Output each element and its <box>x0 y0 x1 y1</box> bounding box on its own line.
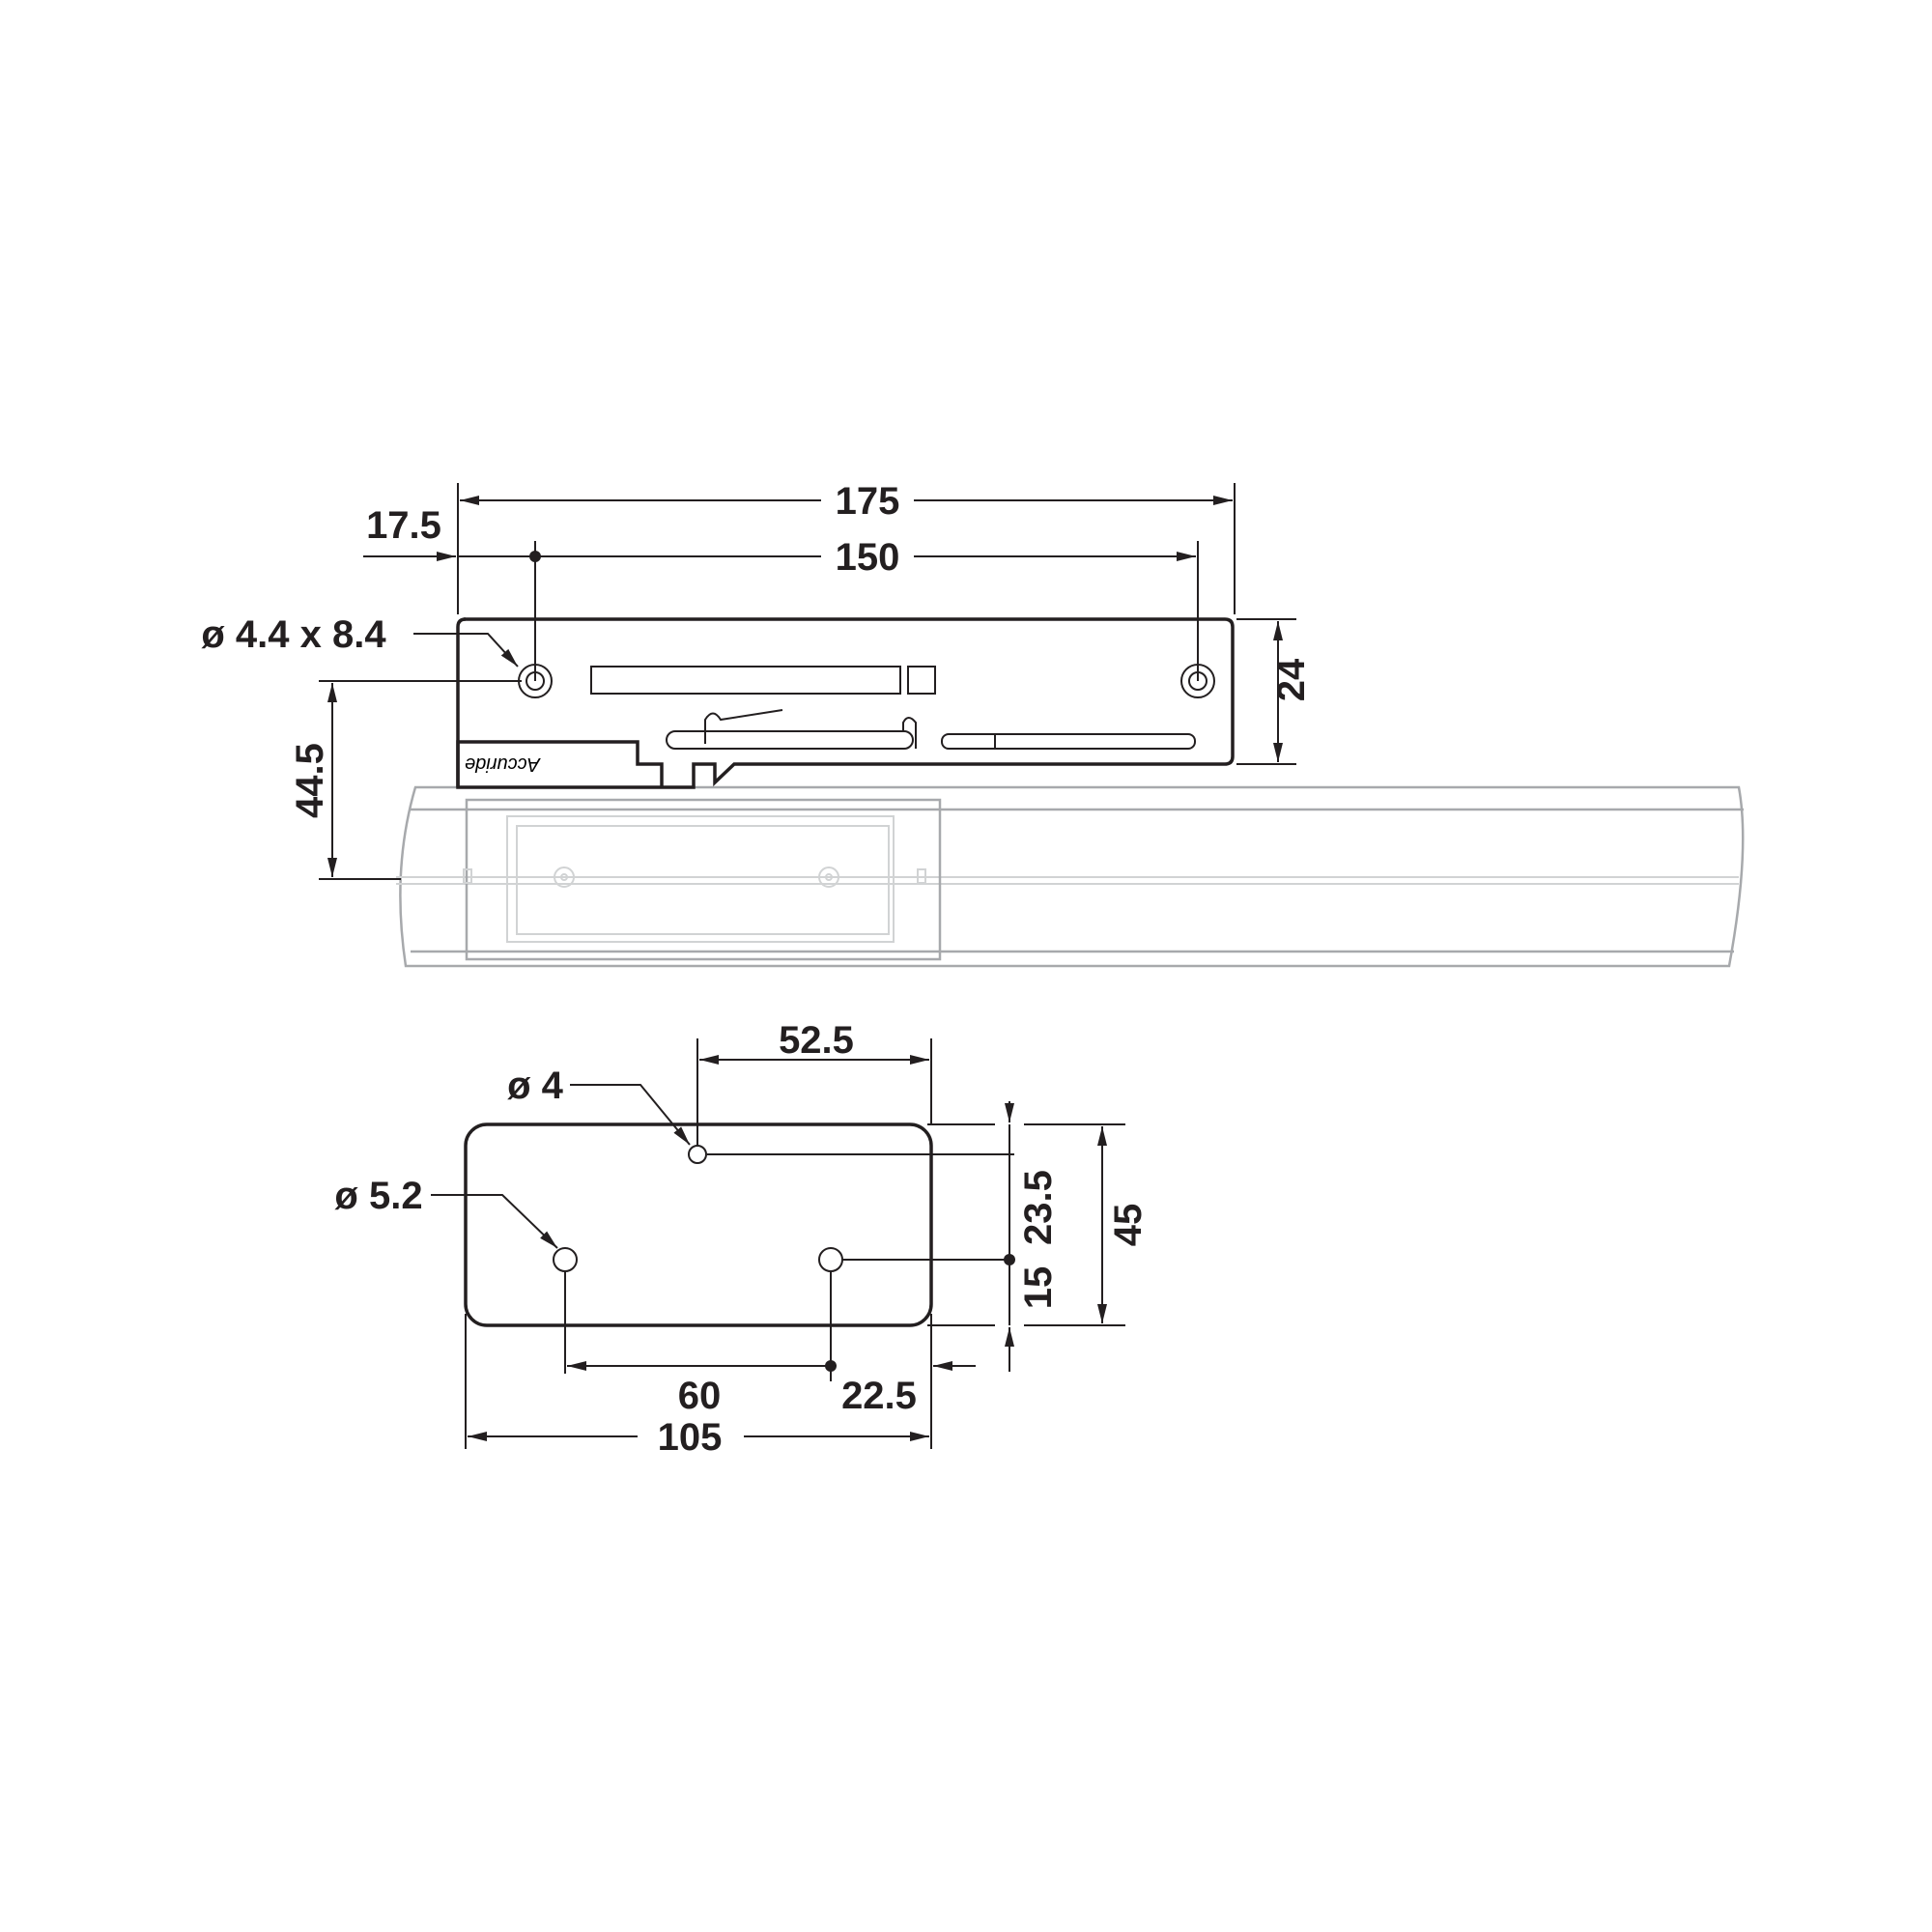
dim-small-hole: ø 4 <box>507 1065 564 1107</box>
dim-44-5: 44.5 <box>289 743 331 818</box>
dim-175: 175 <box>836 480 900 523</box>
dim-24: 24 <box>1270 658 1313 701</box>
bottom-dimensions: 52.5 ø 4 ø 5.2 60 22.5 105 23.5 15 45 <box>334 1019 1150 1459</box>
dim-22-5: 22.5 <box>841 1375 917 1417</box>
dim-23-5: 23.5 <box>1017 1170 1060 1245</box>
mounting-bracket: Accuride <box>456 617 1235 789</box>
dim-45: 45 <box>1107 1204 1150 1247</box>
dim-105: 105 <box>658 1416 723 1459</box>
rail <box>396 785 1745 968</box>
dim-150: 150 <box>836 536 900 579</box>
brand-logo: Accuride <box>465 753 541 775</box>
dim-60: 60 <box>678 1375 722 1417</box>
dim-large-hole: ø 5.2 <box>334 1175 422 1217</box>
dim-slot-hole: ø 4.4 x 8.4 <box>201 613 386 656</box>
dim-17-5: 17.5 <box>366 504 441 547</box>
dim-15: 15 <box>1017 1266 1060 1310</box>
dim-52-5: 52.5 <box>779 1019 854 1062</box>
top-dimensions: 175 150 17.5 ø 4.4 x 8.4 24 44.5 <box>201 480 1313 880</box>
